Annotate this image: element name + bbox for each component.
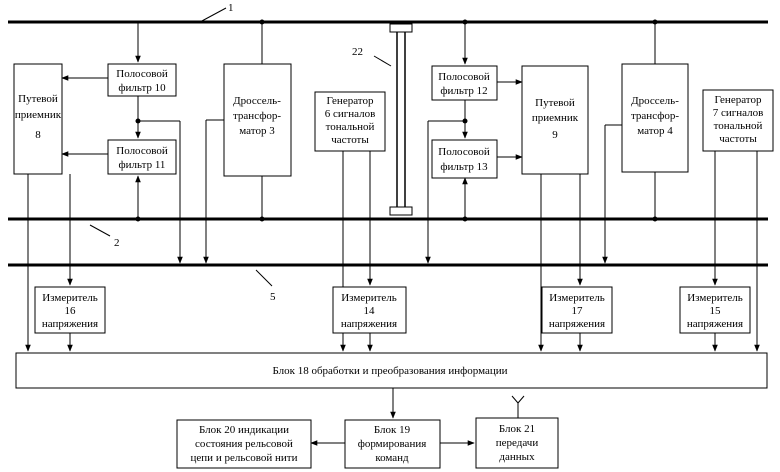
svg-text:9: 9 — [552, 129, 558, 141]
voltmeter-15: Измеритель 15 напряжения — [680, 287, 750, 333]
choke-transformer-3: Дроссель- трансфор- матор 3 — [224, 64, 291, 176]
svg-text:трансфор-: трансфор- — [631, 110, 679, 122]
generator-6: Генератор 6 сигналов тональной частоты — [315, 92, 385, 151]
svg-text:7 сигналов: 7 сигналов — [713, 107, 764, 119]
svg-text:фильтр 10: фильтр 10 — [118, 82, 166, 94]
svg-text:фильтр 13: фильтр 13 — [440, 161, 488, 173]
track-receiver-8: Путевой приемник 8 — [14, 64, 62, 174]
svg-text:данных: данных — [499, 451, 535, 463]
svg-text:Измеритель: Измеритель — [549, 292, 605, 304]
svg-text:напряжения: напряжения — [549, 318, 605, 330]
svg-text:8: 8 — [35, 129, 41, 141]
svg-text:Блок 20 индикации: Блок 20 индикации — [199, 424, 289, 436]
svg-text:частоты: частоты — [719, 133, 757, 145]
bandpass-filter-12: Полосовой фильтр 12 — [432, 66, 497, 100]
svg-text:приемник: приемник — [15, 109, 62, 121]
svg-text:Блок 21: Блок 21 — [499, 423, 535, 435]
voltmeter-14: Измеритель 14 напряжения — [333, 287, 406, 333]
svg-text:15: 15 — [710, 305, 722, 317]
svg-text:Измеритель: Измеритель — [42, 292, 98, 304]
generator-7: Генератор 7 сигналов тональной частоты — [703, 90, 773, 151]
svg-text:трансфор-: трансфор- — [233, 110, 281, 122]
callout-bus-5: 5 — [270, 291, 276, 303]
svg-text:17: 17 — [572, 305, 584, 317]
svg-text:цепи и рельсовой нити: цепи и рельсовой нити — [191, 452, 298, 464]
svg-text:Полосовой: Полосовой — [438, 146, 490, 158]
svg-text:Дроссель-: Дроссель- — [631, 95, 679, 107]
insulated-joint-22 — [390, 24, 412, 215]
svg-text:Путевой: Путевой — [18, 93, 58, 105]
svg-text:напряжения: напряжения — [687, 318, 743, 330]
callout-rail-1: 1 — [228, 2, 234, 14]
antenna-icon — [512, 396, 524, 418]
svg-text:Измеритель: Измеритель — [341, 292, 397, 304]
svg-text:6 сигналов: 6 сигналов — [325, 108, 376, 120]
svg-text:состояния рельсовой: состояния рельсовой — [195, 438, 293, 450]
svg-text:16: 16 — [65, 305, 77, 317]
svg-text:частоты: частоты — [331, 134, 369, 146]
svg-text:напряжения: напряжения — [42, 318, 98, 330]
svg-text:матор 4: матор 4 — [637, 125, 673, 137]
callout-leader-22 — [374, 56, 391, 66]
svg-text:фильтр 11: фильтр 11 — [119, 159, 166, 171]
svg-text:Дроссель-: Дроссель- — [233, 95, 281, 107]
svg-text:напряжения: напряжения — [341, 318, 397, 330]
svg-text:матор 3: матор 3 — [239, 125, 275, 137]
svg-text:Генератор: Генератор — [715, 94, 762, 106]
callout-joint-22: 22 — [352, 46, 363, 58]
svg-text:Полосовой: Полосовой — [116, 145, 168, 157]
choke-transformer-4: Дроссель- трансфор- матор 4 — [622, 64, 688, 172]
bandpass-filter-11: Полосовой фильтр 11 — [108, 140, 176, 174]
callout-leader-5 — [256, 270, 272, 286]
svg-text:Полосовой: Полосовой — [438, 71, 490, 83]
track-receiver-9: Путевой приемник 9 — [522, 66, 588, 174]
svg-text:14: 14 — [364, 305, 376, 317]
callout-rail-2: 2 — [114, 237, 120, 249]
svg-text:фильтр 12: фильтр 12 — [440, 85, 487, 97]
svg-text:приемник: приемник — [532, 112, 579, 124]
callout-leader-2 — [90, 225, 110, 236]
svg-text:формирования: формирования — [358, 438, 427, 450]
svg-text:Путевой: Путевой — [535, 97, 575, 109]
svg-text:Блок 18 обработки и преобразов: Блок 18 обработки и преобразования инфор… — [272, 365, 507, 377]
svg-text:Блок 19: Блок 19 — [374, 424, 411, 436]
bandpass-filter-13: Полосовой фильтр 13 — [432, 140, 497, 178]
svg-text:Генератор: Генератор — [327, 95, 374, 107]
processing-block-18: Блок 18 обработки и преобразования инфор… — [16, 353, 767, 388]
svg-text:Измеритель: Измеритель — [687, 292, 743, 304]
bandpass-filter-10: Полосовой фильтр 10 — [108, 64, 176, 96]
svg-text:Полосовой: Полосовой — [116, 68, 168, 80]
command-block-19: Блок 19 формирования команд — [345, 420, 440, 468]
svg-text:передачи: передачи — [496, 437, 539, 449]
svg-text:команд: команд — [375, 452, 409, 464]
callout-leader-1 — [200, 8, 226, 22]
voltmeter-17: Измеритель 17 напряжения — [542, 287, 612, 333]
voltmeter-16: Измеритель 16 напряжения — [35, 287, 105, 333]
transmission-block-21: Блок 21 передачи данных — [476, 418, 558, 468]
indication-block-20: Блок 20 индикации состояния рельсовой це… — [177, 420, 311, 468]
svg-text:тональной: тональной — [326, 121, 375, 133]
svg-text:тональной: тональной — [714, 120, 763, 132]
